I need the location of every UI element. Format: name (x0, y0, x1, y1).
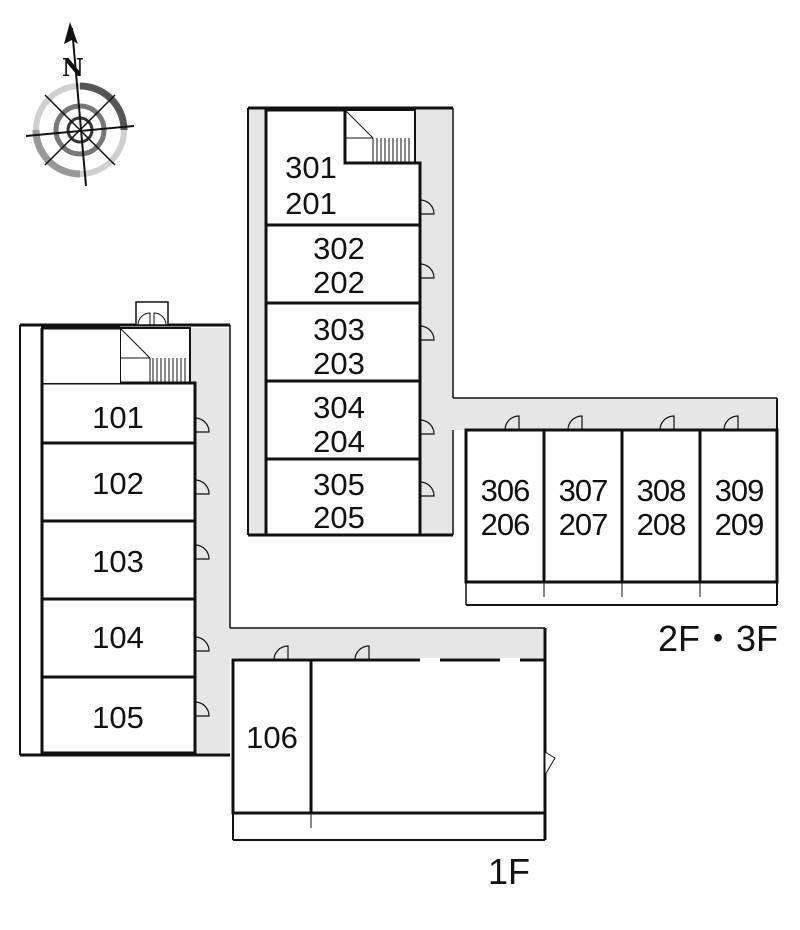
north-label: N (62, 53, 84, 82)
unit-label-203: 203 (313, 346, 365, 381)
unit-label-201: 201 (285, 186, 337, 221)
unit-label-309: 309 (715, 473, 764, 508)
stairs-icon (344, 109, 416, 164)
unit-label-204: 204 (313, 424, 365, 459)
unit-label-106: 106 (246, 720, 298, 755)
floor-label-upper: 2F・3F (658, 618, 778, 659)
unit-label-103: 103 (92, 544, 144, 579)
unit-label-105: 105 (92, 700, 144, 735)
unit-label-101: 101 (92, 400, 144, 435)
unit-label-306: 306 (481, 473, 530, 508)
unit-label-302: 302 (313, 231, 365, 266)
unit-label-303: 303 (313, 312, 365, 347)
unit-label-307: 307 (559, 473, 608, 508)
upper-floor-plan (247, 106, 779, 606)
unit-label-305: 305 (313, 467, 365, 502)
unit-label-206: 206 (481, 507, 530, 542)
unit-label-304: 304 (313, 390, 365, 425)
stairs-icon (119, 327, 191, 384)
unit-label-207: 207 (559, 507, 608, 542)
unit-label-104: 104 (92, 620, 144, 655)
unit-label-209: 209 (715, 507, 764, 542)
compass-rose-icon (25, 22, 135, 187)
unit-label-102: 102 (92, 466, 144, 501)
unit-label-202: 202 (313, 265, 365, 300)
unit-label-208: 208 (637, 507, 686, 542)
unit-label-205: 205 (313, 500, 365, 535)
unit-label-308: 308 (637, 473, 686, 508)
ground-floor-plan (19, 301, 556, 841)
unit-label-301: 301 (285, 150, 337, 185)
floor-label-ground: 1F (488, 851, 530, 892)
